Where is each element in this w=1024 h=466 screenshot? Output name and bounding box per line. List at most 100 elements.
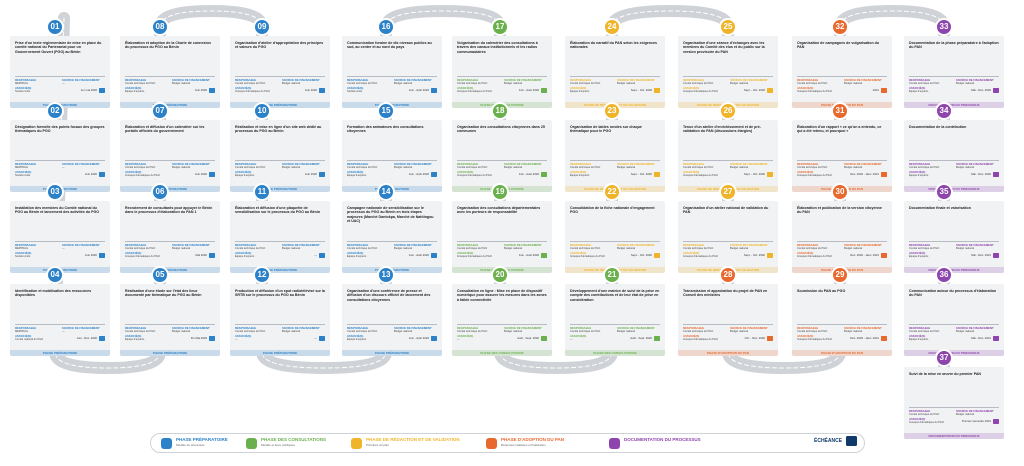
step-number-badge: 37: [935, 349, 953, 367]
source-value: Budget national: [394, 81, 413, 85]
step-title: Documentation de la phase préparatoire à…: [909, 41, 999, 50]
step-card: Identification et mobilisation des resso…: [10, 284, 110, 356]
step-number-badge: 11: [253, 183, 271, 201]
associes-value: Équipe d'experts: [125, 337, 145, 341]
step-date: Mai - Déc. 2021: [971, 253, 991, 257]
responsable-label: RESPONSABLE: [347, 78, 369, 82]
source-value: Budget national: [844, 81, 863, 85]
responsable-label: RESPONSABLE: [235, 243, 257, 247]
associes-value: Groupes thématiques du PGO: [683, 337, 718, 341]
step-title: Identification et mobilisation des resso…: [15, 289, 92, 298]
step-number-badge: 19: [491, 183, 509, 201]
calendar-icon: [319, 88, 325, 93]
step-date: Juin - Août 2020: [518, 88, 539, 92]
phase-bar: PHASE PRÉPARATOIRE: [230, 186, 330, 192]
step-title: Élaboration du narratif du PAN selon les…: [570, 41, 658, 50]
associes-value: —: [570, 337, 573, 341]
divider: [909, 76, 999, 77]
responsable-value: Comité technique du PGO: [909, 412, 940, 416]
step-number-badge: 29: [831, 266, 849, 284]
associes-value: Société civile: [15, 89, 31, 93]
step-card: Installation des membres du Comité natio…: [10, 201, 110, 273]
step-date: Déc. 2020 - Janv. 2021: [850, 253, 879, 257]
responsable-value: Comité technique du PGO: [909, 246, 940, 250]
divider: [570, 76, 660, 77]
step-title: Organisation d'une conférence de presse …: [347, 289, 431, 302]
phase-bar: PHASE PRÉPARATOIRE: [120, 186, 220, 192]
calendar-icon: [209, 336, 215, 341]
associes-label: ASSOCIÉ(S): [797, 86, 814, 90]
calendar-icon: [881, 88, 887, 93]
source-label: SOURCE DE FINANCEMENT: [956, 162, 994, 166]
calendar-icon: [767, 253, 773, 258]
divider: [347, 160, 437, 161]
step-title: Campagne nationale de sensibilisation su…: [347, 206, 434, 223]
source-value: Budget national: [956, 81, 975, 85]
responsable-value: Comité technique du PGO: [125, 81, 156, 85]
step-number-badge: 31: [831, 102, 849, 120]
calendar-icon: [846, 436, 857, 446]
divider: [457, 324, 547, 325]
associes-value: Groupes thématiques du PGO: [797, 254, 832, 258]
step-date: Mai - Déc. 2021: [971, 336, 991, 340]
responsable-value: MEPPDAG: [15, 246, 28, 250]
divider: [15, 160, 105, 161]
step-card: Production et diffusion d'un spot radiot…: [230, 284, 330, 356]
responsable-label: RESPONSABLE: [15, 243, 37, 247]
source-label: SOURCE DE FINANCEMENT: [172, 243, 210, 247]
phase-bar: DOCUMENTATION DU PROCESSUS: [904, 102, 1004, 108]
associes-value: Équipe d'experts: [235, 173, 255, 177]
divider: [570, 324, 660, 325]
step-date: Août - Sept. 2020: [630, 336, 652, 340]
divider: [683, 76, 773, 77]
source-label: SOURCE DE FINANCEMENT: [504, 162, 542, 166]
divider: [909, 241, 999, 242]
associes-label: ASSOCIÉ(S): [797, 334, 814, 338]
step-title: Formation des animateurs des consultatio…: [347, 125, 424, 134]
associes-label: ASSOCIÉ(S): [125, 334, 142, 338]
step-card: Réalisation d'une étude sur l'état des l…: [120, 284, 220, 356]
source-value: Budget national: [956, 412, 975, 416]
step-number-badge: 30: [831, 183, 849, 201]
calendar-icon: [767, 172, 773, 177]
associes-value: Groupes thématiques du PGO: [797, 173, 832, 177]
calendar-icon: [993, 419, 999, 424]
responsable-label: RESPONSABLE: [235, 326, 257, 330]
step-card: Transmission et approbation du projet de…: [678, 284, 778, 356]
associes-value: Équipe d'experts: [347, 254, 367, 258]
responsable-value: Comité technique du PGO: [797, 165, 828, 169]
step-number-badge: 02: [46, 102, 64, 120]
source-value: Budget national: [617, 81, 636, 85]
step-title: Transmission et approbation du projet de…: [683, 289, 768, 298]
associes-label: ASSOCIÉ(S): [347, 170, 364, 174]
associes-label: ASSOCIÉ(S): [457, 170, 474, 174]
calendar-icon: [541, 336, 547, 341]
associes-value: Groupes thématiques du PGO: [797, 89, 832, 93]
step-title: Organisation de campagnes de vulgarisati…: [797, 41, 880, 50]
step-number-badge: 09: [253, 18, 271, 36]
step-card: Élaboration et adoption de la Charte de …: [120, 36, 220, 108]
responsable-label: RESPONSABLE: [125, 162, 147, 166]
step-number-badge: 34: [935, 102, 953, 120]
phase-legend: PHASE PRÉPARATOIRE Modèle du processus P…: [150, 433, 865, 453]
step-number-badge: 06: [151, 183, 169, 201]
phase-bar: DOCUMENTATION DU PROCESSUS: [904, 350, 1004, 356]
associes-label: ASSOCIÉ(S): [15, 334, 32, 338]
associes-label: ASSOCIÉ(S): [909, 170, 926, 174]
responsable-value: Comité technique du PGO: [457, 165, 488, 169]
source-value: —: [62, 165, 65, 169]
source-value: Budget national: [844, 329, 863, 333]
divider: [457, 160, 547, 161]
source-label: SOURCE DE FINANCEMENT: [956, 409, 994, 413]
calendar-icon: [993, 88, 999, 93]
source-label: SOURCE DE FINANCEMENT: [730, 243, 768, 247]
divider: [797, 76, 887, 77]
responsable-value: Comité technique du PGO: [683, 165, 714, 169]
step-card: Prise d'un texte réglementaire de mise e…: [10, 36, 110, 108]
responsable-label: RESPONSABLE: [797, 78, 819, 82]
step-number-badge: 13: [377, 266, 395, 284]
source-value: Budget national: [172, 81, 191, 85]
step-card: Organisation d'un atelier national de va…: [678, 201, 778, 273]
